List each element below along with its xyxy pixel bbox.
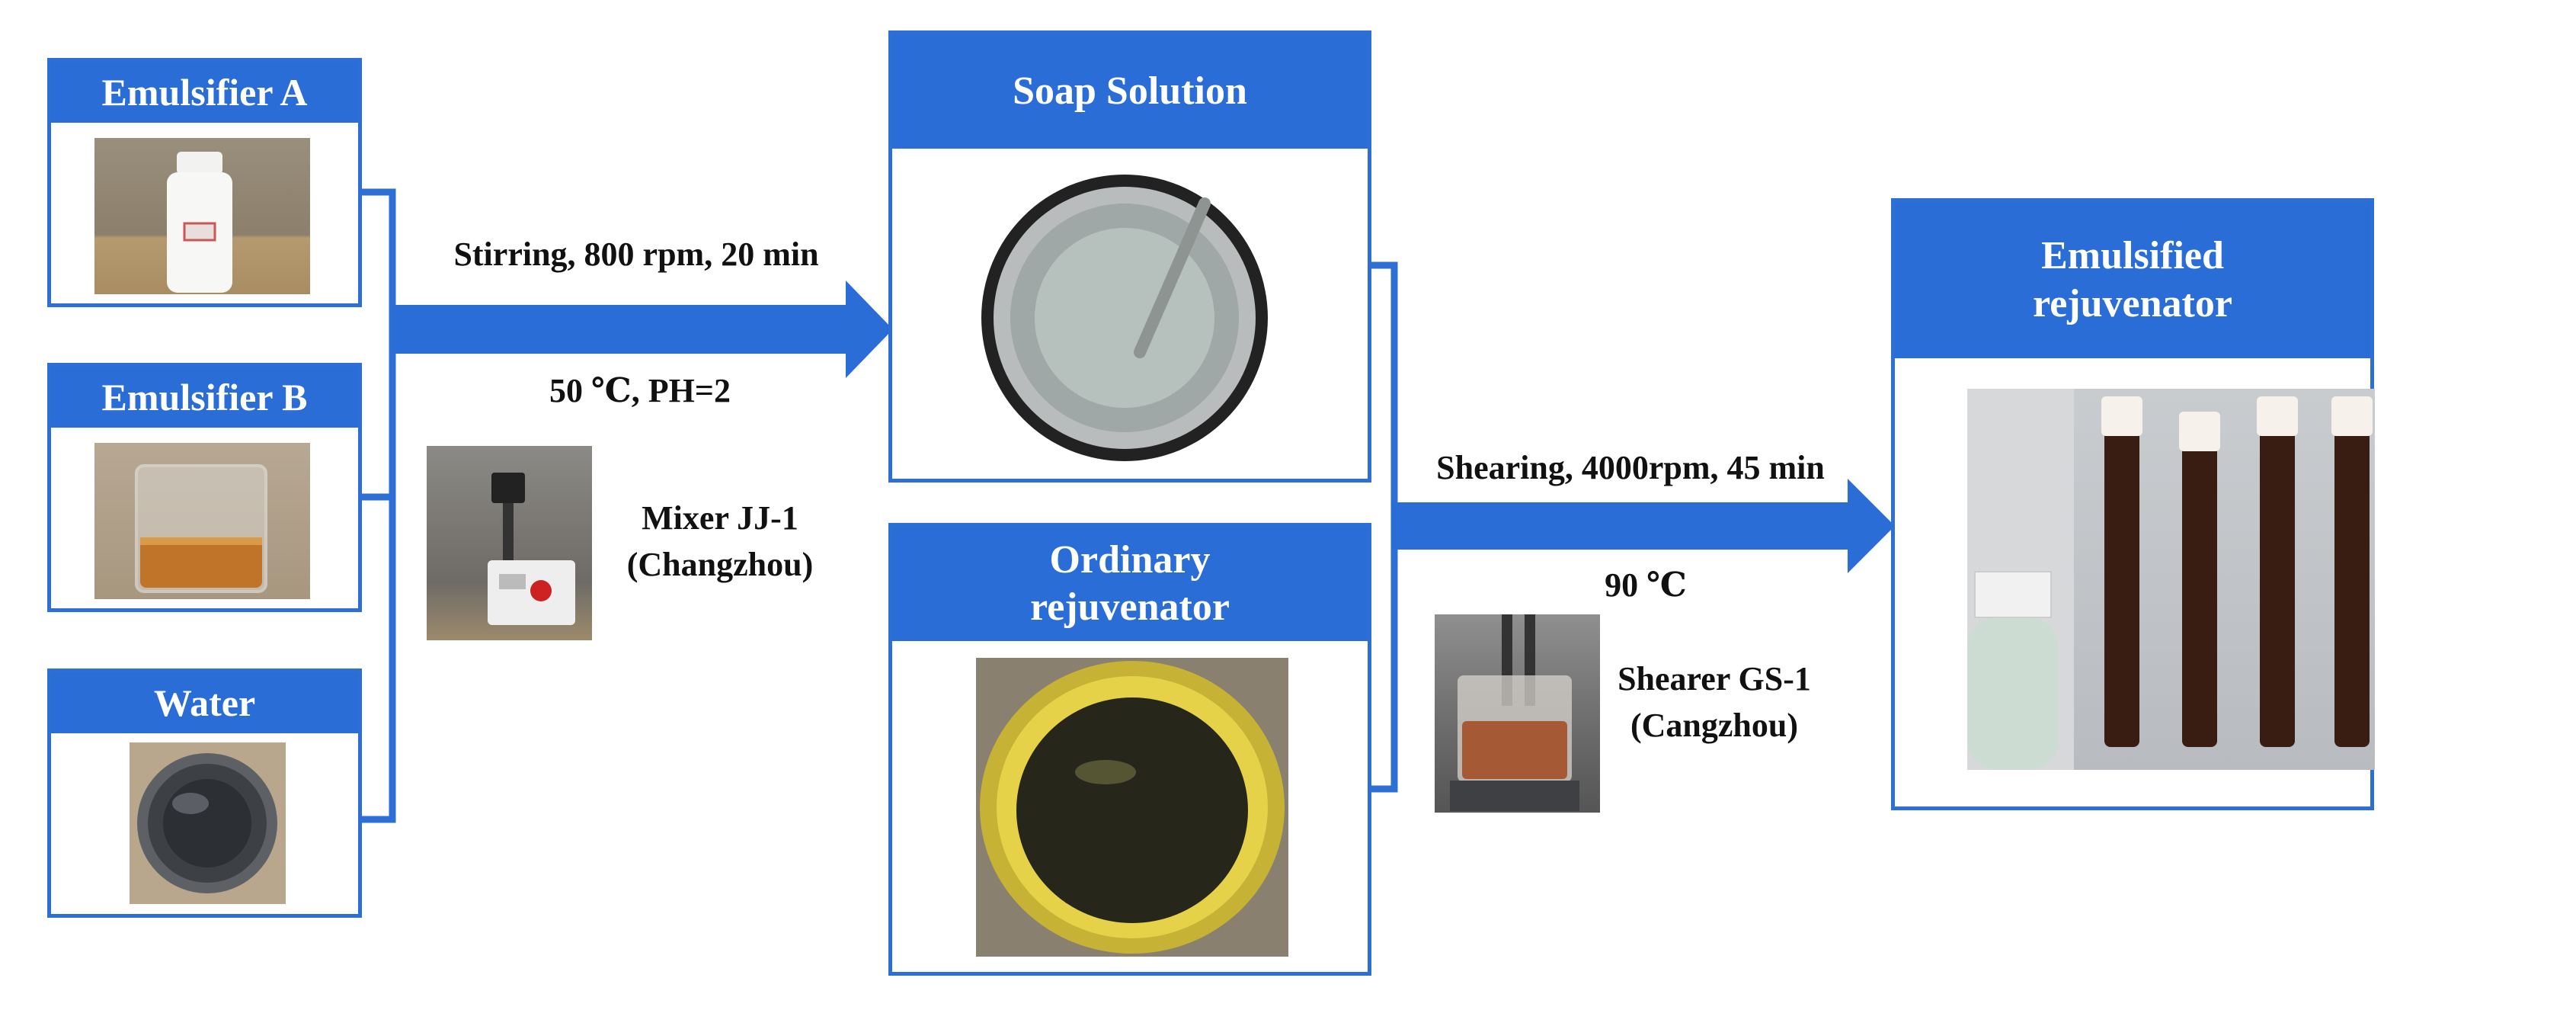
emulsifier-a-photo	[94, 138, 310, 294]
rejuvenator-beaker-icon	[980, 661, 1285, 954]
shearing-condition: Shearing, 4000rpm, 45 min	[1436, 449, 1825, 486]
beaker-icon	[135, 464, 267, 593]
mixer-icon	[488, 473, 575, 625]
soap-solution-photo	[976, 173, 1273, 463]
emulsified-rejuvenator-title-line2: rejuvenator	[2033, 281, 2232, 325]
soap-solution-title: Soap Solution	[892, 34, 1368, 149]
temperature-condition: 90 ℃	[1605, 566, 1687, 604]
emulsifier-b-title: Emulsifier B	[51, 367, 358, 428]
ordinary-rejuvenator-title-line1: Ordinary	[1049, 537, 1211, 582]
water-bowl-icon	[137, 753, 277, 893]
shearer-photo	[1435, 614, 1600, 813]
emulsifier-b-photo	[94, 443, 310, 599]
temperature-ph-condition: 50 ℃, PH=2	[549, 372, 731, 409]
emulsified-rejuvenator-header: Emulsified rejuvenator	[1895, 202, 2370, 358]
ordinary-rejuvenator-title-line2: rejuvenator	[1030, 585, 1230, 629]
emulsifier-a-title: Emulsifier A	[51, 62, 358, 123]
water-box: Water	[47, 669, 362, 918]
arrow-to-emulsified-rejuvenator	[1391, 479, 1895, 573]
shearer-name: Shearer GS-1	[1618, 660, 1811, 697]
soap-solution-box: Soap Solution	[888, 30, 1371, 483]
emulsifier-a-box: Emulsifier A	[47, 58, 362, 307]
ordinary-rejuvenator-photo	[976, 658, 1288, 957]
test-tubes-icon	[1967, 389, 2373, 770]
emulsified-rejuvenator-photo	[1967, 389, 2375, 770]
mixer-photo	[427, 446, 592, 640]
ordinary-rejuvenator-box: Ordinary rejuvenator	[888, 523, 1371, 976]
intermediate-bracket	[1371, 261, 1398, 793]
mixer-location: (Changzhou)	[626, 546, 814, 583]
arrow-to-soap-solution	[392, 281, 893, 378]
ordinary-rejuvenator-header: Ordinary rejuvenator	[892, 527, 1368, 641]
water-photo	[130, 742, 286, 904]
input-bracket	[362, 188, 396, 823]
stirring-condition: Stirring, 800 rpm, 20 min	[453, 236, 819, 273]
emulsifier-b-box: Emulsifier B	[47, 363, 362, 612]
soap-beaker-icon	[981, 175, 1268, 461]
bottle-icon	[167, 152, 232, 293]
mixer-name: Mixer JJ-1	[642, 499, 798, 537]
emulsified-rejuvenator-title-line1: Emulsified	[2041, 234, 2224, 278]
water-title: Water	[51, 672, 358, 733]
emulsified-rejuvenator-box: Emulsified rejuvenator	[1891, 198, 2375, 810]
shearer-location: (Cangzhou)	[1630, 707, 1799, 744]
shearer-icon	[1450, 614, 1579, 811]
